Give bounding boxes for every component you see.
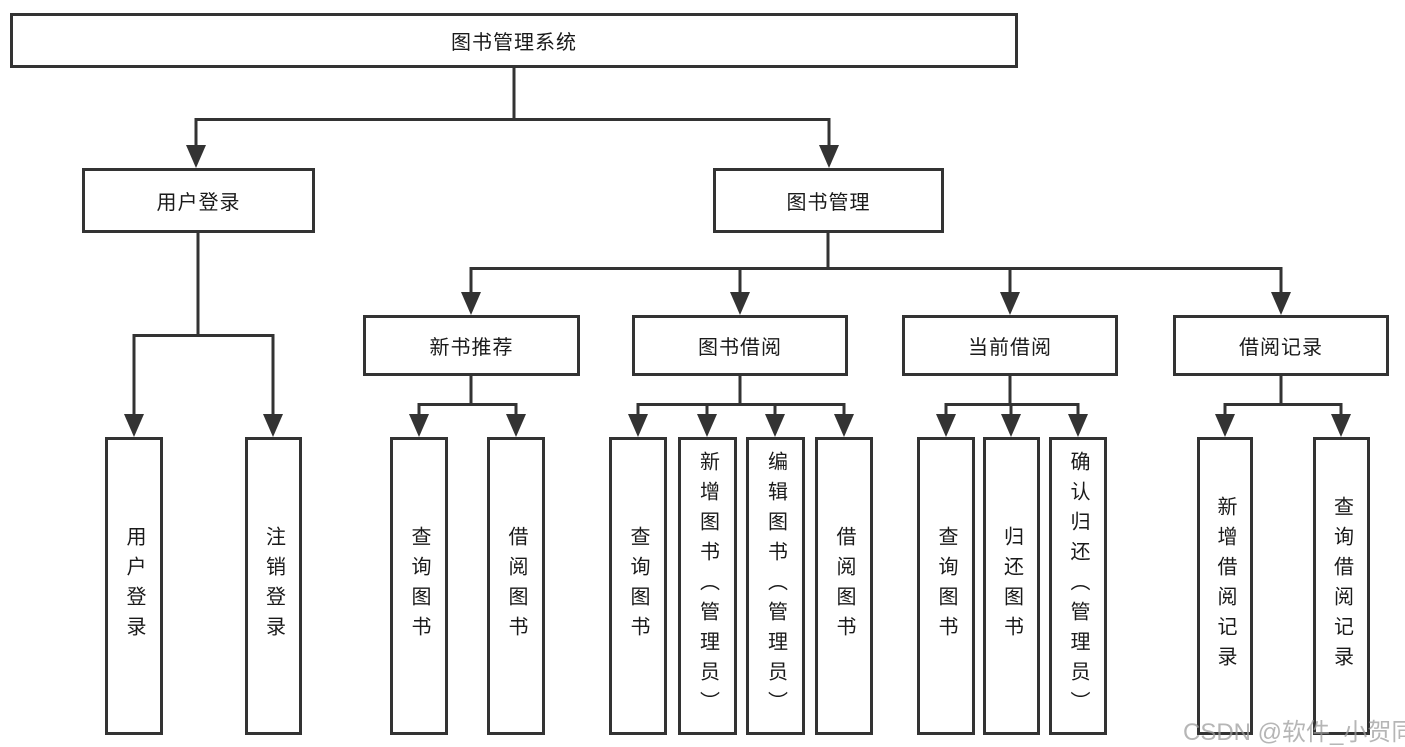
arrowhead <box>697 414 717 437</box>
leaf-label: 用户登录 <box>123 526 145 646</box>
arrowhead <box>1000 292 1020 315</box>
leaf-label: 注销登录 <box>262 526 285 646</box>
node-new-book-rec: 新书推荐 <box>363 315 580 376</box>
leaf-label: 借阅图书 <box>833 526 855 646</box>
connector-root <box>194 68 831 150</box>
arrowhead <box>1068 414 1088 437</box>
csdn-watermark: CSDN @软件_小贺同学 <box>1183 719 1405 746</box>
arrowhead <box>506 414 526 437</box>
leaf-label: 查询图书 <box>627 526 649 646</box>
connector-current-borrow <box>944 376 1080 416</box>
leaf-label: 新增图书（管理员） <box>696 451 719 721</box>
arrowhead <box>1001 414 1021 437</box>
node-book-borrow: 图书借阅 <box>632 315 848 376</box>
arrowhead <box>461 292 481 315</box>
leaf-label: 新增借阅记录 <box>1214 496 1236 676</box>
connector-book-borrow <box>636 376 846 416</box>
node-borrow-records: 借阅记录 <box>1173 315 1389 376</box>
node-leaf-logout: 注销登录 <box>245 437 302 735</box>
leaf-label: 查询图书 <box>408 526 430 646</box>
connector-borrow-records <box>1223 376 1343 416</box>
node-leaf-query-book-current: 查询图书 <box>917 437 975 735</box>
node-leaf-query-book-borrow: 查询图书 <box>609 437 667 735</box>
connector-book-mgmt <box>469 233 1283 294</box>
arrowhead <box>936 414 956 437</box>
arrowhead <box>628 414 648 437</box>
arrowhead <box>263 414 283 437</box>
node-leaf-add-book-admin: 新增图书（管理员） <box>678 437 737 735</box>
arrowhead <box>1271 292 1291 315</box>
node-leaf-add-borrow-record: 新增借阅记录 <box>1197 437 1253 735</box>
node-leaf-confirm-return-admin: 确认归还（管理员） <box>1049 437 1107 735</box>
connector-user-login <box>132 233 275 416</box>
leaf-label: 借阅图书 <box>505 526 527 646</box>
node-root: 图书管理系统 <box>10 13 1018 68</box>
arrowhead <box>1215 414 1235 437</box>
leaf-label: 归还图书 <box>1000 526 1023 646</box>
node-leaf-borrow-book-rec: 借阅图书 <box>487 437 545 735</box>
leaf-label: 确认归还（管理员） <box>1067 451 1089 721</box>
node-user-login: 用户登录 <box>82 168 315 233</box>
arrowhead <box>1331 414 1351 437</box>
leaf-label: 查询借阅记录 <box>1330 496 1353 676</box>
leaf-label: 查询图书 <box>935 526 957 646</box>
node-leaf-query-book-rec: 查询图书 <box>390 437 448 735</box>
arrowhead <box>409 414 429 437</box>
node-leaf-edit-book-admin: 编辑图书（管理员） <box>746 437 805 735</box>
arrowhead <box>730 292 750 315</box>
arrowhead <box>819 145 839 168</box>
connector-new-book-rec <box>417 376 518 416</box>
node-current-borrow: 当前借阅 <box>902 315 1118 376</box>
arrowhead <box>834 414 854 437</box>
node-leaf-user-login: 用户登录 <box>105 437 163 735</box>
arrowhead <box>765 414 785 437</box>
node-leaf-borrow-book-borrow: 借阅图书 <box>815 437 873 735</box>
arrowhead <box>186 145 206 168</box>
node-leaf-return-book: 归还图书 <box>983 437 1040 735</box>
leaf-label: 编辑图书（管理员） <box>764 451 787 721</box>
arrowhead <box>124 414 144 437</box>
node-book-mgmt: 图书管理 <box>713 168 944 233</box>
node-leaf-query-borrow-record: 查询借阅记录 <box>1313 437 1370 735</box>
